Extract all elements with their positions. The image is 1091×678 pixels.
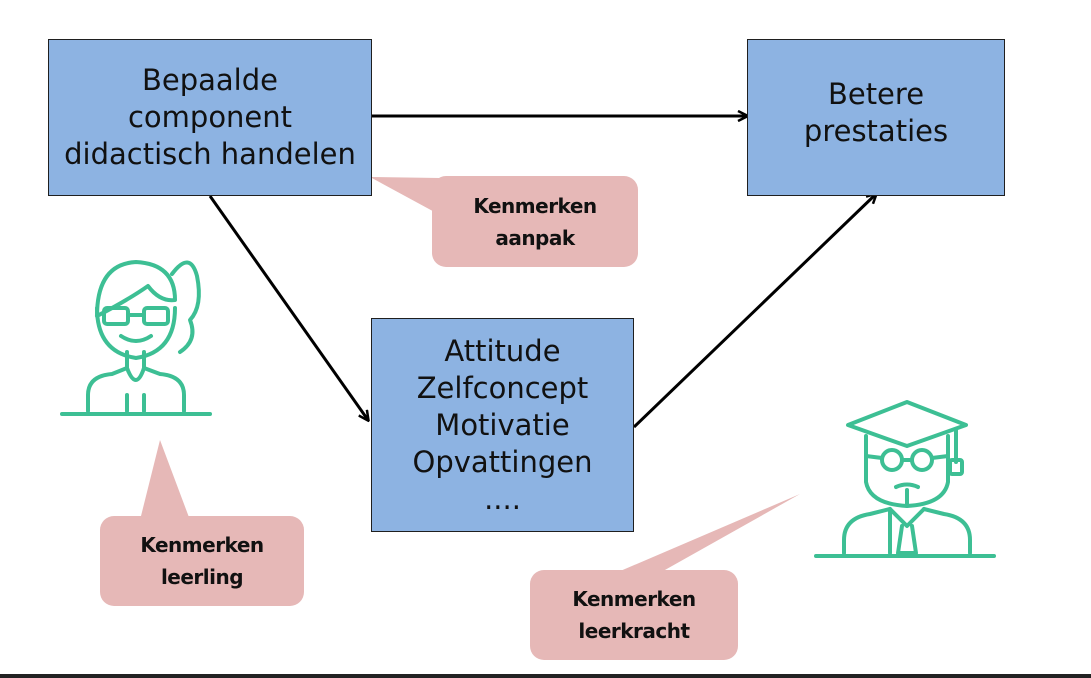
callout-approach-line-1: Kenmerken xyxy=(473,193,597,218)
result-line-2: prestaties xyxy=(803,113,949,148)
didactic-line-1: Bepaalde xyxy=(142,63,278,97)
didactic-line-3: didactisch handelen xyxy=(64,137,356,171)
callout-approach-bubble xyxy=(370,176,638,267)
callout-approach-line-2: aanpak xyxy=(495,225,575,250)
callout-teacher-text: Kenmerken leerkracht xyxy=(530,570,738,660)
result-line-1: Betere xyxy=(827,76,925,111)
mediator-motivatie: Motivatie xyxy=(435,407,570,442)
mediator-zelfconcept: Zelfconcept xyxy=(416,370,589,405)
mediator-opvattingen: Opvattingen xyxy=(412,444,593,479)
mediator-ellipsis: .... xyxy=(484,481,521,516)
result-box: Betere prestaties xyxy=(747,39,1005,196)
callout-approach-text: Kenmerken aanpak xyxy=(432,176,638,267)
callout-student-text: Kenmerken leerling xyxy=(100,516,304,606)
arrow-mediators-to-result xyxy=(632,194,876,429)
mediators-box: Attitude Zelfconcept Motivatie Opvatting… xyxy=(371,318,634,532)
didactic-line-2: component xyxy=(127,100,293,134)
callout-teacher-line-2: leerkracht xyxy=(578,619,690,643)
callout-teacher-bubble xyxy=(530,494,800,660)
teacher-graduate-icon xyxy=(814,400,996,558)
student-girl-icon xyxy=(60,260,212,416)
callout-student-line-2: leerling xyxy=(160,565,244,589)
arrow-didactic-to-mediators xyxy=(208,195,368,420)
mediator-attitude: Attitude xyxy=(444,333,561,368)
callout-student-bubble xyxy=(100,440,304,606)
bottom-border-line xyxy=(0,674,1091,678)
didactic-action-box: Bepaalde component didactisch handelen xyxy=(48,39,372,196)
callout-teacher-line-1: Kenmerken xyxy=(572,587,696,611)
callout-student-line-1: Kenmerken xyxy=(140,533,264,557)
